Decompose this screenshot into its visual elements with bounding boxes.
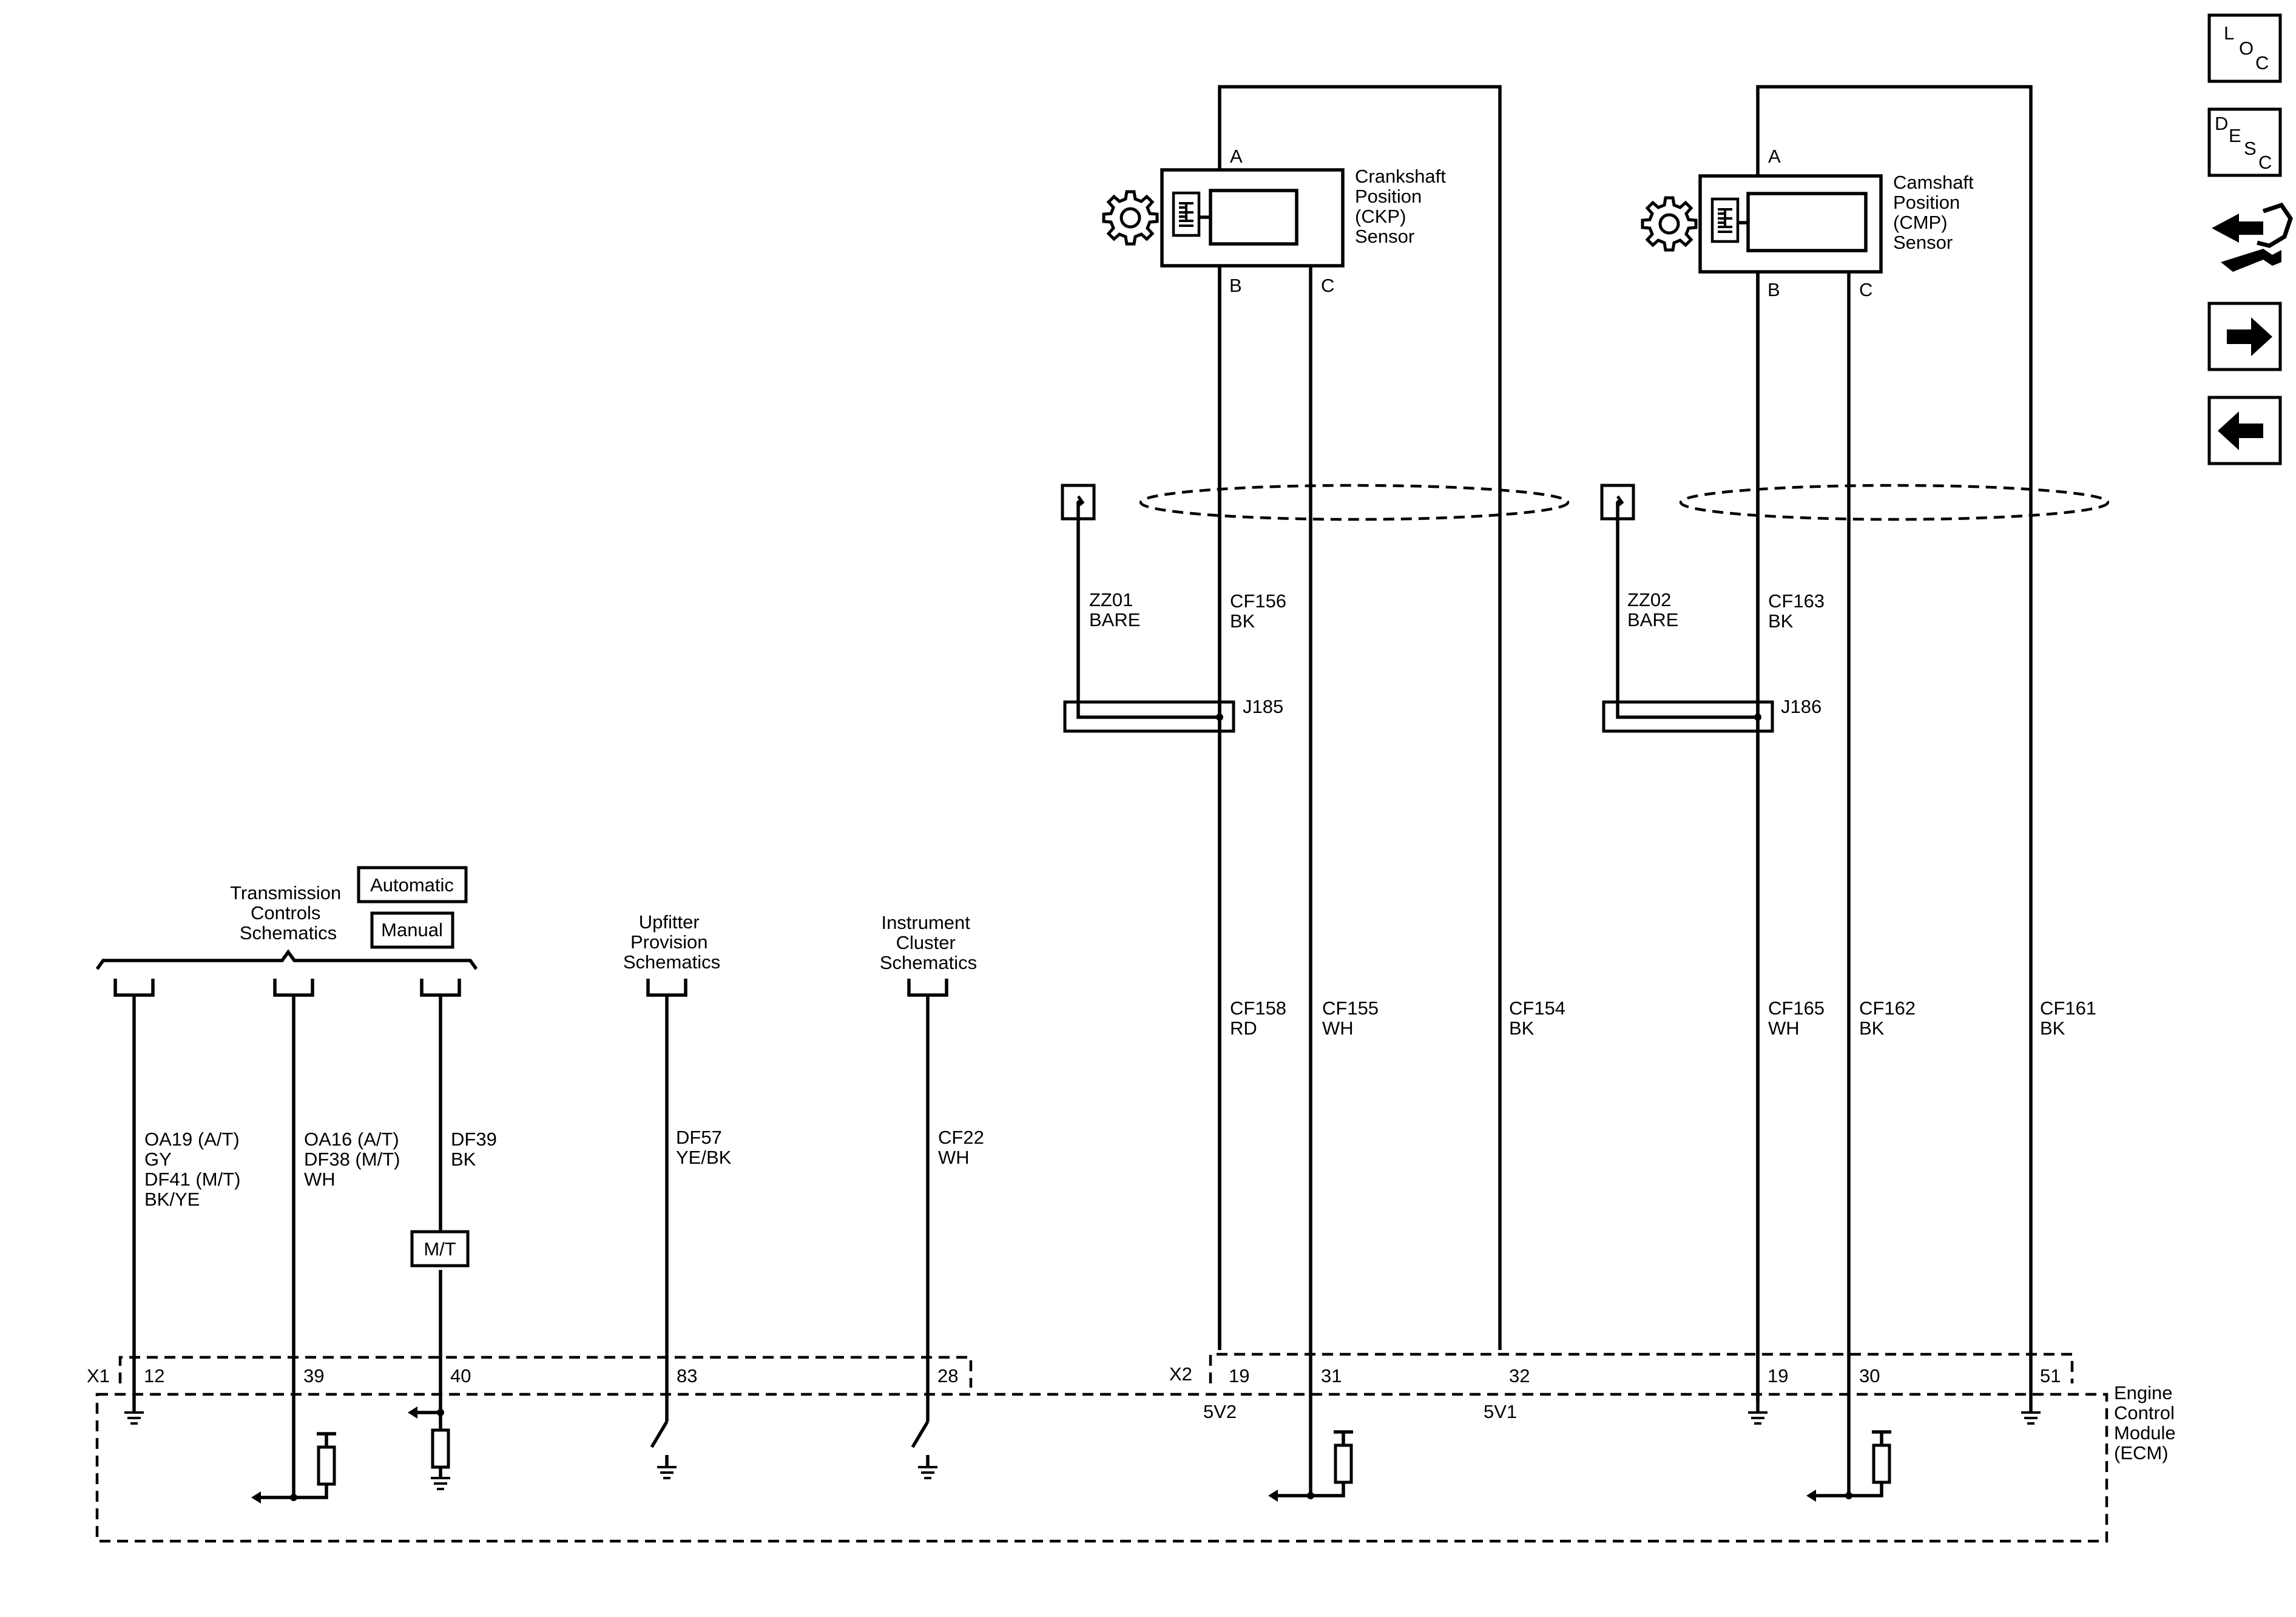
cmp-sensor-name: Camshaft Position (CMP) Sensor: [1893, 172, 1979, 253]
ecm-name: Engine Control Module (ECM): [2114, 1382, 2181, 1463]
cf156-label: CF156 BK: [1230, 590, 1292, 632]
svg-text:O: O: [2239, 38, 2254, 59]
connector-x1-label: X1: [87, 1365, 110, 1386]
svg-text:C: C: [2255, 52, 2269, 73]
x1-pin-83: 83: [677, 1365, 697, 1386]
ecm-module[interactable]: Engine Control Module (ECM) 5V2 5V1: [95, 1382, 2181, 1543]
x1-pin-40: 40: [450, 1365, 471, 1386]
cmp-sensor-element: [1746, 192, 1868, 252]
oa19-label: OA19 (A/T) GY DF41 (M/T) BK/YE: [144, 1129, 246, 1210]
splice-j185-label: J185: [1243, 696, 1283, 717]
splice-j186[interactable]: [1602, 700, 1774, 733]
connector-x1[interactable]: X1 12 39 40 83 28: [87, 1355, 973, 1388]
loc-button[interactable]: L O C: [2207, 13, 2282, 83]
svg-text:D: D: [2215, 113, 2228, 134]
ground-icon: [2021, 1402, 2041, 1425]
upfitter-reference[interactable]: Upfitter Provision Schematics: [623, 911, 720, 973]
x2-pin-19-ckp: 19: [1229, 1365, 1249, 1386]
instrument-reference[interactable]: Instrument Cluster Schematics: [880, 912, 977, 973]
pullup-input-31: [1268, 1430, 1353, 1502]
cf165-label: CF165 WH: [1768, 998, 1830, 1039]
switch-to-ground-icon: [911, 1420, 937, 1479]
transmission-circuits: Transmission Controls Schematics Automat…: [95, 866, 502, 1497]
splice-j185[interactable]: [1063, 700, 1235, 733]
automatic-option[interactable]: Automatic: [370, 874, 454, 896]
cf155-label: CF155 WH: [1322, 998, 1384, 1039]
arrow-left-icon[interactable]: [2207, 396, 2282, 465]
x2-pin-19-cmp: 19: [1768, 1365, 1788, 1386]
ckp-pin-b: B: [1229, 275, 1242, 296]
ckp-pin-a: A: [1230, 146, 1243, 167]
ckp-circuit: A B C Crankshaft Position (CKP) Sensor J…: [1061, 85, 1571, 1496]
desc-button[interactable]: D E S C: [2207, 107, 2282, 177]
upfitter-circuit: Upfitter Provision Schematics DF57 YE/BK: [623, 911, 732, 1422]
x1-pin-39: 39: [303, 1365, 324, 1386]
output-40: [408, 1406, 450, 1490]
connector-x2-label: X2: [1169, 1363, 1192, 1385]
cf161-label: CF161 BK: [2040, 998, 2102, 1039]
svg-text:S: S: [2244, 138, 2257, 159]
mt-option: M/T: [424, 1238, 456, 1260]
transmission-reference[interactable]: Transmission Controls Schematics: [230, 882, 346, 944]
df57-label: DF57 YE/BK: [676, 1127, 732, 1168]
cmp-pin-b: B: [1768, 279, 1780, 300]
resistor-icon: [317, 1445, 336, 1486]
switch-to-ground-icon: [650, 1420, 677, 1479]
ref-5v2: 5V2: [1203, 1401, 1237, 1422]
cf158-label: CF158 RD: [1230, 998, 1292, 1039]
magnet-icon: [1718, 208, 1732, 233]
pullup-input-39: [251, 1432, 336, 1504]
connector-wrench-icon[interactable]: [2212, 202, 2293, 272]
ckp-pin-c: C: [1321, 275, 1334, 296]
ground-icon: [1748, 1402, 1768, 1425]
ref-5v1: 5V1: [1484, 1401, 1517, 1422]
connector-x2[interactable]: X2 19 31 32 19 30 51: [1169, 1352, 2074, 1386]
pullup-input-30: [1806, 1430, 1891, 1502]
x1-pin-12: 12: [144, 1365, 164, 1386]
x2-pin-32: 32: [1509, 1365, 1530, 1386]
ckp-sensor-element: [1209, 189, 1298, 246]
df39-label: DF39 BK: [451, 1129, 502, 1170]
splice-j186-label: J186: [1781, 696, 1822, 717]
ground-icon: [124, 1406, 144, 1425]
cf162-label: CF162 BK: [1859, 998, 1921, 1039]
cf163-label: CF163 BK: [1768, 590, 1830, 632]
manual-option[interactable]: Manual: [381, 919, 443, 940]
resistor-icon: [1872, 1443, 1891, 1484]
cmp-pin-c: C: [1859, 279, 1872, 300]
cmp-pin-a: A: [1768, 146, 1781, 167]
x2-pin-31: 31: [1321, 1365, 1342, 1386]
instrument-circuit: Instrument Cluster Schematics CF22 WH: [880, 912, 989, 1422]
svg-text:C: C: [2258, 152, 2272, 173]
cmp-shield: [1679, 484, 2110, 521]
resistor-icon: [1334, 1443, 1353, 1484]
zz02-label: ZZ02 BARE: [1627, 589, 1678, 630]
arrow-right-icon[interactable]: [2207, 302, 2282, 371]
cf154-label: CF154 BK: [1509, 998, 1571, 1039]
mt-option-box[interactable]: [410, 1230, 470, 1268]
x1-pin-28: 28: [937, 1365, 958, 1386]
cmp-circuit: A B C Camshaft Position (CMP) Sensor J18…: [1600, 85, 2110, 1496]
gear-icon: [1641, 196, 1698, 252]
oa16-label: OA16 (A/T) DF38 (M/T) WH: [304, 1129, 405, 1190]
resistor-icon: [431, 1428, 450, 1469]
x2-pin-30: 30: [1859, 1365, 1880, 1386]
svg-text:L: L: [2224, 22, 2234, 44]
gear-icon: [1102, 190, 1159, 246]
zz01-label: ZZ01 BARE: [1089, 589, 1140, 630]
svg-text:E: E: [2229, 125, 2241, 146]
magnet-icon: [1179, 202, 1194, 227]
ckp-shield: [1139, 484, 1570, 521]
ckp-sensor-name: Crankshaft Position (CKP) Sensor: [1355, 166, 1451, 247]
x2-pin-51: 51: [2040, 1365, 2061, 1386]
cf22-label: CF22 WH: [938, 1127, 989, 1168]
